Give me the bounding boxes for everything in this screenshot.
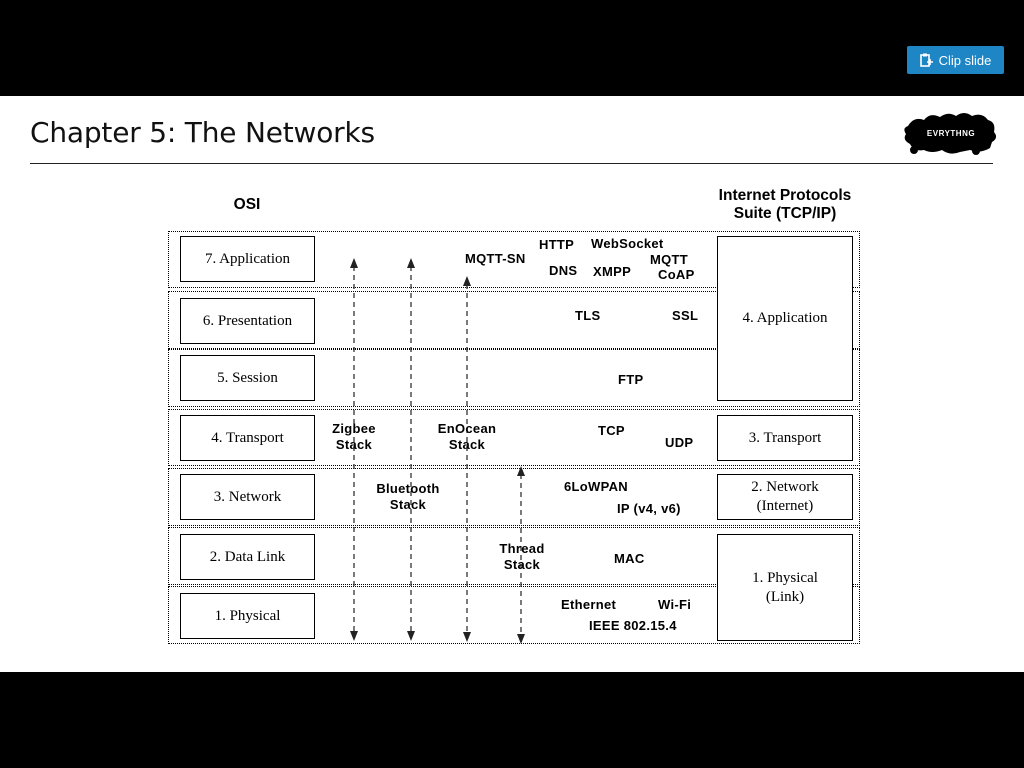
protocol-http: HTTP xyxy=(539,237,575,252)
protocol-coap: CoAP xyxy=(658,267,695,282)
tcp-header: Internet Protocols Suite (TCP/IP) xyxy=(718,187,852,222)
top-bar: Clip slide xyxy=(0,0,1024,96)
tcp-layer-transport: 3. Transport xyxy=(717,415,853,461)
logo-text: EVRYTHNG xyxy=(927,129,975,138)
protocol-6lowpan: 6LoWPAN xyxy=(564,479,628,494)
protocol-mqtt-sn: MQTT-SN xyxy=(465,251,526,266)
slide: Chapter 5: The Networks EVRYTHNG OSI Int… xyxy=(0,96,1024,672)
clip-slide-label: Clip slide xyxy=(938,52,992,68)
protocol-ssl: SSL xyxy=(672,308,699,323)
osi-layer-presentation: 6. Presentation xyxy=(180,298,315,344)
layer-band xyxy=(168,586,860,644)
layer-band xyxy=(168,409,860,466)
layer-band xyxy=(168,527,860,585)
layer-band xyxy=(168,349,860,407)
bottom-bar xyxy=(0,672,1024,768)
tcp-layer-physical: 1. Physical (Link) xyxy=(717,534,853,641)
slide-title: Chapter 5: The Networks xyxy=(30,116,375,149)
layer-band xyxy=(168,468,860,526)
osi-layer-data-link: 2. Data Link xyxy=(180,534,315,580)
tcp-layer-network: 2. Network (Internet) xyxy=(717,474,853,520)
bluetooth-stack-label: Bluetooth Stack xyxy=(376,481,440,512)
osi-layer-session: 5. Session xyxy=(180,355,315,401)
osi-header: OSI xyxy=(233,196,261,213)
zigbee-stack-label: Zigbee Stack xyxy=(332,421,376,452)
protocol-dns: DNS xyxy=(549,263,578,278)
layer-band xyxy=(168,291,860,349)
thread-stack-label: Thread Stack xyxy=(499,541,545,572)
layer-band xyxy=(168,231,860,288)
osi-layer-application: 7. Application xyxy=(180,236,315,282)
protocol-websocket: WebSocket xyxy=(591,236,664,251)
protocol-mac: MAC xyxy=(614,551,645,566)
protocol-xmpp: XMPP xyxy=(593,264,632,279)
osi-layer-physical: 1. Physical xyxy=(180,593,315,639)
tcp-layer-application: 4. Application xyxy=(717,236,853,401)
protocol-udp: UDP xyxy=(665,435,694,450)
protocol-ftp: FTP xyxy=(618,372,644,387)
protocol-mqtt: MQTT xyxy=(650,252,689,267)
protocol-tls: TLS xyxy=(575,308,601,323)
clip-slide-button[interactable]: Clip slide xyxy=(907,46,1004,74)
osi-layer-network: 3. Network xyxy=(180,474,315,520)
protocol-ethernet: Ethernet xyxy=(561,597,617,612)
clip-icon xyxy=(919,53,933,67)
enocean-stack-label: EnOcean Stack xyxy=(437,421,497,452)
protocol-ieee-802-15-4: IEEE 802.15.4 xyxy=(589,618,677,633)
protocol-ip: IP (v4, v6) xyxy=(617,501,681,516)
title-divider xyxy=(30,163,993,164)
protocol-tcp: TCP xyxy=(598,423,625,438)
evrythng-logo: EVRYTHNG xyxy=(904,113,997,155)
protocol-wifi: Wi-Fi xyxy=(658,597,692,612)
osi-layer-transport: 4. Transport xyxy=(180,415,315,461)
